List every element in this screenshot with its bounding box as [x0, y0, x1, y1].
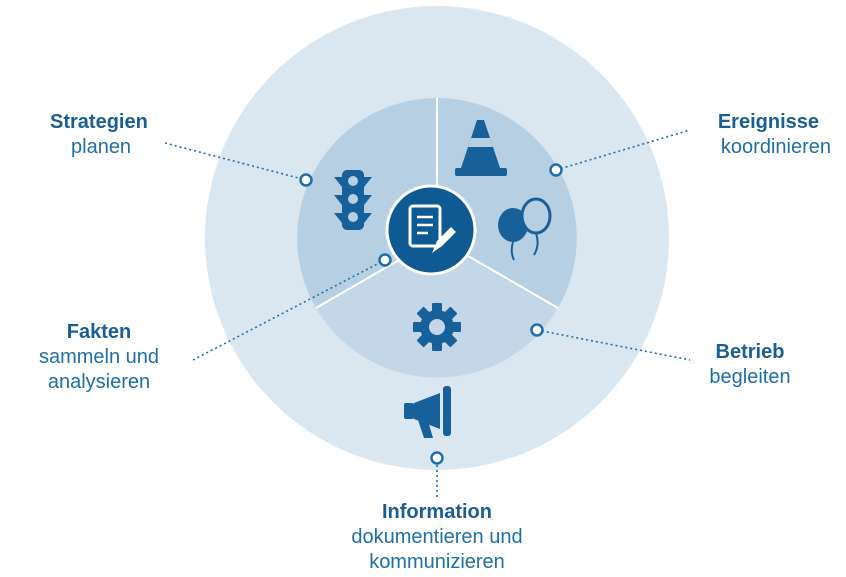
gear-icon: [413, 303, 461, 351]
connector-strategien: [164, 142, 307, 181]
connector-betrieb: [536, 329, 691, 361]
center-circle: [385, 184, 477, 276]
label-subtitle: sammeln und: [38, 346, 160, 368]
label-strategien: Strategien planen: [50, 110, 148, 160]
label-title: Ereignisse: [717, 111, 819, 133]
label-ereignisse: Ereignisse koordinieren: [691, 110, 831, 160]
document-edit-icon: [408, 204, 456, 253]
balloons-icon: [498, 197, 552, 261]
label-fakten: Fakten sammeln und analysieren: [19, 320, 179, 395]
connector-dot: [430, 451, 444, 465]
label-title: Strategien: [50, 111, 148, 133]
label-subtitle: koordinieren: [720, 136, 831, 158]
connector-dot: [530, 323, 544, 337]
connector-dot: [299, 173, 313, 187]
connector-ereignisse: [555, 129, 691, 171]
connector-fakten: [192, 259, 386, 361]
label-title: Betrieb: [715, 341, 785, 363]
label-subtitle: analysieren: [47, 371, 151, 393]
label-title: Fakten: [66, 321, 132, 343]
megaphone-icon: [404, 386, 451, 438]
label-subtitle: dokumentieren und: [351, 526, 523, 548]
label-subtitle: begleiten: [709, 366, 791, 388]
label-betrieb: Betrieb begleiten: [690, 340, 810, 390]
traffic-light-icon: [334, 170, 372, 230]
label-subtitle: kommunizieren: [369, 551, 505, 573]
label-title: Information: [382, 501, 492, 523]
traffic-cone-icon: [455, 120, 507, 176]
label-subtitle: planen: [71, 136, 132, 158]
connector-dot: [378, 253, 392, 267]
connector-dot: [549, 163, 563, 177]
label-information: Information dokumentieren und kommunizie…: [317, 500, 557, 575]
